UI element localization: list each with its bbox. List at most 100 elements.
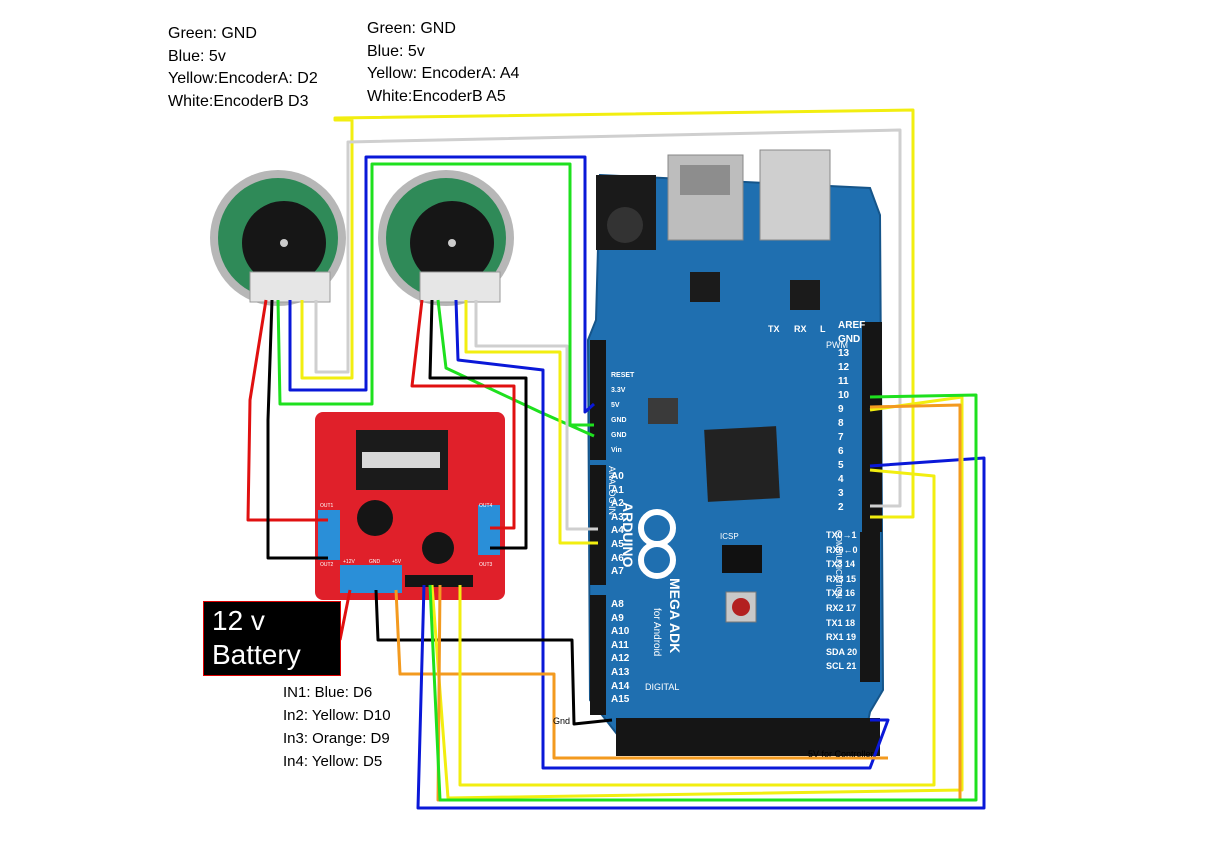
motor-right-red xyxy=(410,299,516,530)
input-line: In4: Yellow: D5 xyxy=(283,753,383,770)
usb-chip xyxy=(690,272,720,302)
pwm-pin-label: GND xyxy=(838,334,861,345)
comm-pin-label: TX3 14 xyxy=(826,559,856,570)
motor-left-notes: Green: GND Blue: 5v Yellow:EncoderA: D2 … xyxy=(168,23,318,113)
analog-pin-label: A11 xyxy=(611,639,629,651)
comm-pin-label: RX1 19 xyxy=(826,632,857,643)
note-line: Blue: 5v xyxy=(168,47,226,65)
driver-inputs-notes: IN1: Blue: D6 In2: Yellow: D10 In3: Oran… xyxy=(283,681,391,773)
pwm-header-label: PWM xyxy=(826,340,848,350)
analog-pin-label: A2 xyxy=(611,498,624,510)
controller-5v-label: 5V for Controller xyxy=(808,749,874,759)
pwm-header xyxy=(862,322,882,532)
encoder-b-right-wire xyxy=(474,300,598,531)
analog-pin-label: A4 xyxy=(611,525,624,537)
digital-header-label: DIGITAL xyxy=(645,682,680,692)
battery-positive-wire xyxy=(338,589,352,641)
motor-left xyxy=(210,170,346,306)
pwm-pin-label: AREF xyxy=(838,320,866,331)
driver-power-label: +12V xyxy=(343,559,355,565)
digital-header xyxy=(616,718,880,756)
motor-driver-board xyxy=(315,412,505,600)
comm-pin-label: TX2 16 xyxy=(826,588,856,599)
icsp-label: ICSP xyxy=(720,532,739,541)
note-line: White:EncoderB D3 xyxy=(168,92,309,110)
pwm-pin-label: 4 xyxy=(838,474,844,485)
driver-power-label: +5V xyxy=(392,559,402,565)
motor-right-black xyxy=(428,299,528,550)
driver-out-label: OUT2 xyxy=(320,562,334,568)
power-pin-label: Vin xyxy=(611,447,622,454)
note-line: Yellow:EncoderA: D2 xyxy=(168,70,318,87)
pwm-pin-label: 8 xyxy=(838,418,844,429)
main-mcu-chip xyxy=(704,426,780,502)
analog-pin-label: A12 xyxy=(611,653,630,665)
motor-right xyxy=(378,170,514,306)
analog-header-low xyxy=(590,465,606,585)
in2-green-wire xyxy=(428,393,978,802)
power-pin-label: GND xyxy=(611,432,627,439)
usb-b-port xyxy=(759,149,831,241)
analog-pin-label: A0 xyxy=(611,471,624,482)
analog-pin-label: A6 xyxy=(611,552,624,564)
ground-wire xyxy=(374,589,613,726)
comm-pin-label: RX3 15 xyxy=(826,573,857,584)
pwm-pin-label: 2 xyxy=(838,502,844,513)
input-line: In2: Yellow: D10 xyxy=(283,707,391,724)
reset-button xyxy=(725,591,757,623)
pwm-pin-label: 10 xyxy=(838,390,850,401)
analog-pin-label: A1 xyxy=(611,484,624,496)
motor-left-black xyxy=(266,299,328,560)
comm-pin-label: SCL 21 xyxy=(826,661,857,672)
controller-5v-wire xyxy=(394,589,888,760)
motor-left-red xyxy=(246,299,328,522)
driver-out-label: OUT1 xyxy=(320,503,334,509)
analog-pin-label: A14 xyxy=(611,680,630,692)
in4-wire xyxy=(458,468,936,787)
power-header xyxy=(590,340,606,460)
encoder-b-left-wire xyxy=(314,128,902,508)
input-line: IN1: Blue: D6 xyxy=(283,684,373,701)
driver-out-label: OUT3 xyxy=(479,562,493,568)
in1-wire xyxy=(416,456,986,810)
analog-header-high xyxy=(590,595,606,715)
comm-pin-label: SDA 20 xyxy=(826,646,858,657)
battery-label-box: 12 v Battery xyxy=(203,601,341,676)
vcc-left-wire xyxy=(288,155,595,414)
in2-wire xyxy=(430,395,964,800)
pwm-pin-label: 7 xyxy=(838,432,844,443)
analog-pin-label: A13 xyxy=(611,667,630,678)
power-pin-label: RESET xyxy=(611,372,635,379)
board-subtitle: for Android xyxy=(651,608,662,657)
note-line: Green: GND xyxy=(367,20,456,37)
icsp-header xyxy=(722,545,762,573)
motor-right-notes: Green: GND Blue: 5v Yellow: EncoderA: A4… xyxy=(367,18,519,108)
pwm-pin-label: 6 xyxy=(838,446,844,457)
board-brand: MEGA ADK xyxy=(667,578,683,654)
arduino-mega-board xyxy=(586,149,885,756)
pwm-pin-label: 5 xyxy=(838,460,844,471)
battery-word: Battery xyxy=(212,639,301,670)
input-line: In3: Orange: D9 xyxy=(283,730,390,747)
power-pin-label: GND xyxy=(611,417,627,424)
encoder-a-left-wire xyxy=(300,108,915,519)
comm-pin-label: RX0←0 xyxy=(826,544,858,555)
note-line: Green: GND xyxy=(168,25,257,42)
analog-pin-label: A8 xyxy=(611,599,624,610)
encoder-a-right-wire xyxy=(464,300,598,545)
driver-power-label: GND xyxy=(369,559,381,565)
driver-out-label: OUT4 xyxy=(479,503,493,509)
wires xyxy=(246,108,986,810)
analog-pin-label: A9 xyxy=(611,612,624,624)
comm-pin-label: TX1 18 xyxy=(826,617,856,628)
vcc-right-wire xyxy=(454,299,890,770)
analog-pin-label: A5 xyxy=(611,539,624,550)
comm-pin-label: RX2 17 xyxy=(826,603,857,613)
pwm-pin-label: 12 xyxy=(838,362,850,373)
analog-pin-label: A15 xyxy=(611,694,630,706)
led-label: TX xyxy=(768,324,780,334)
pwm-pin-label: 13 xyxy=(838,348,850,359)
battery-voltage: 12 v xyxy=(212,605,265,636)
